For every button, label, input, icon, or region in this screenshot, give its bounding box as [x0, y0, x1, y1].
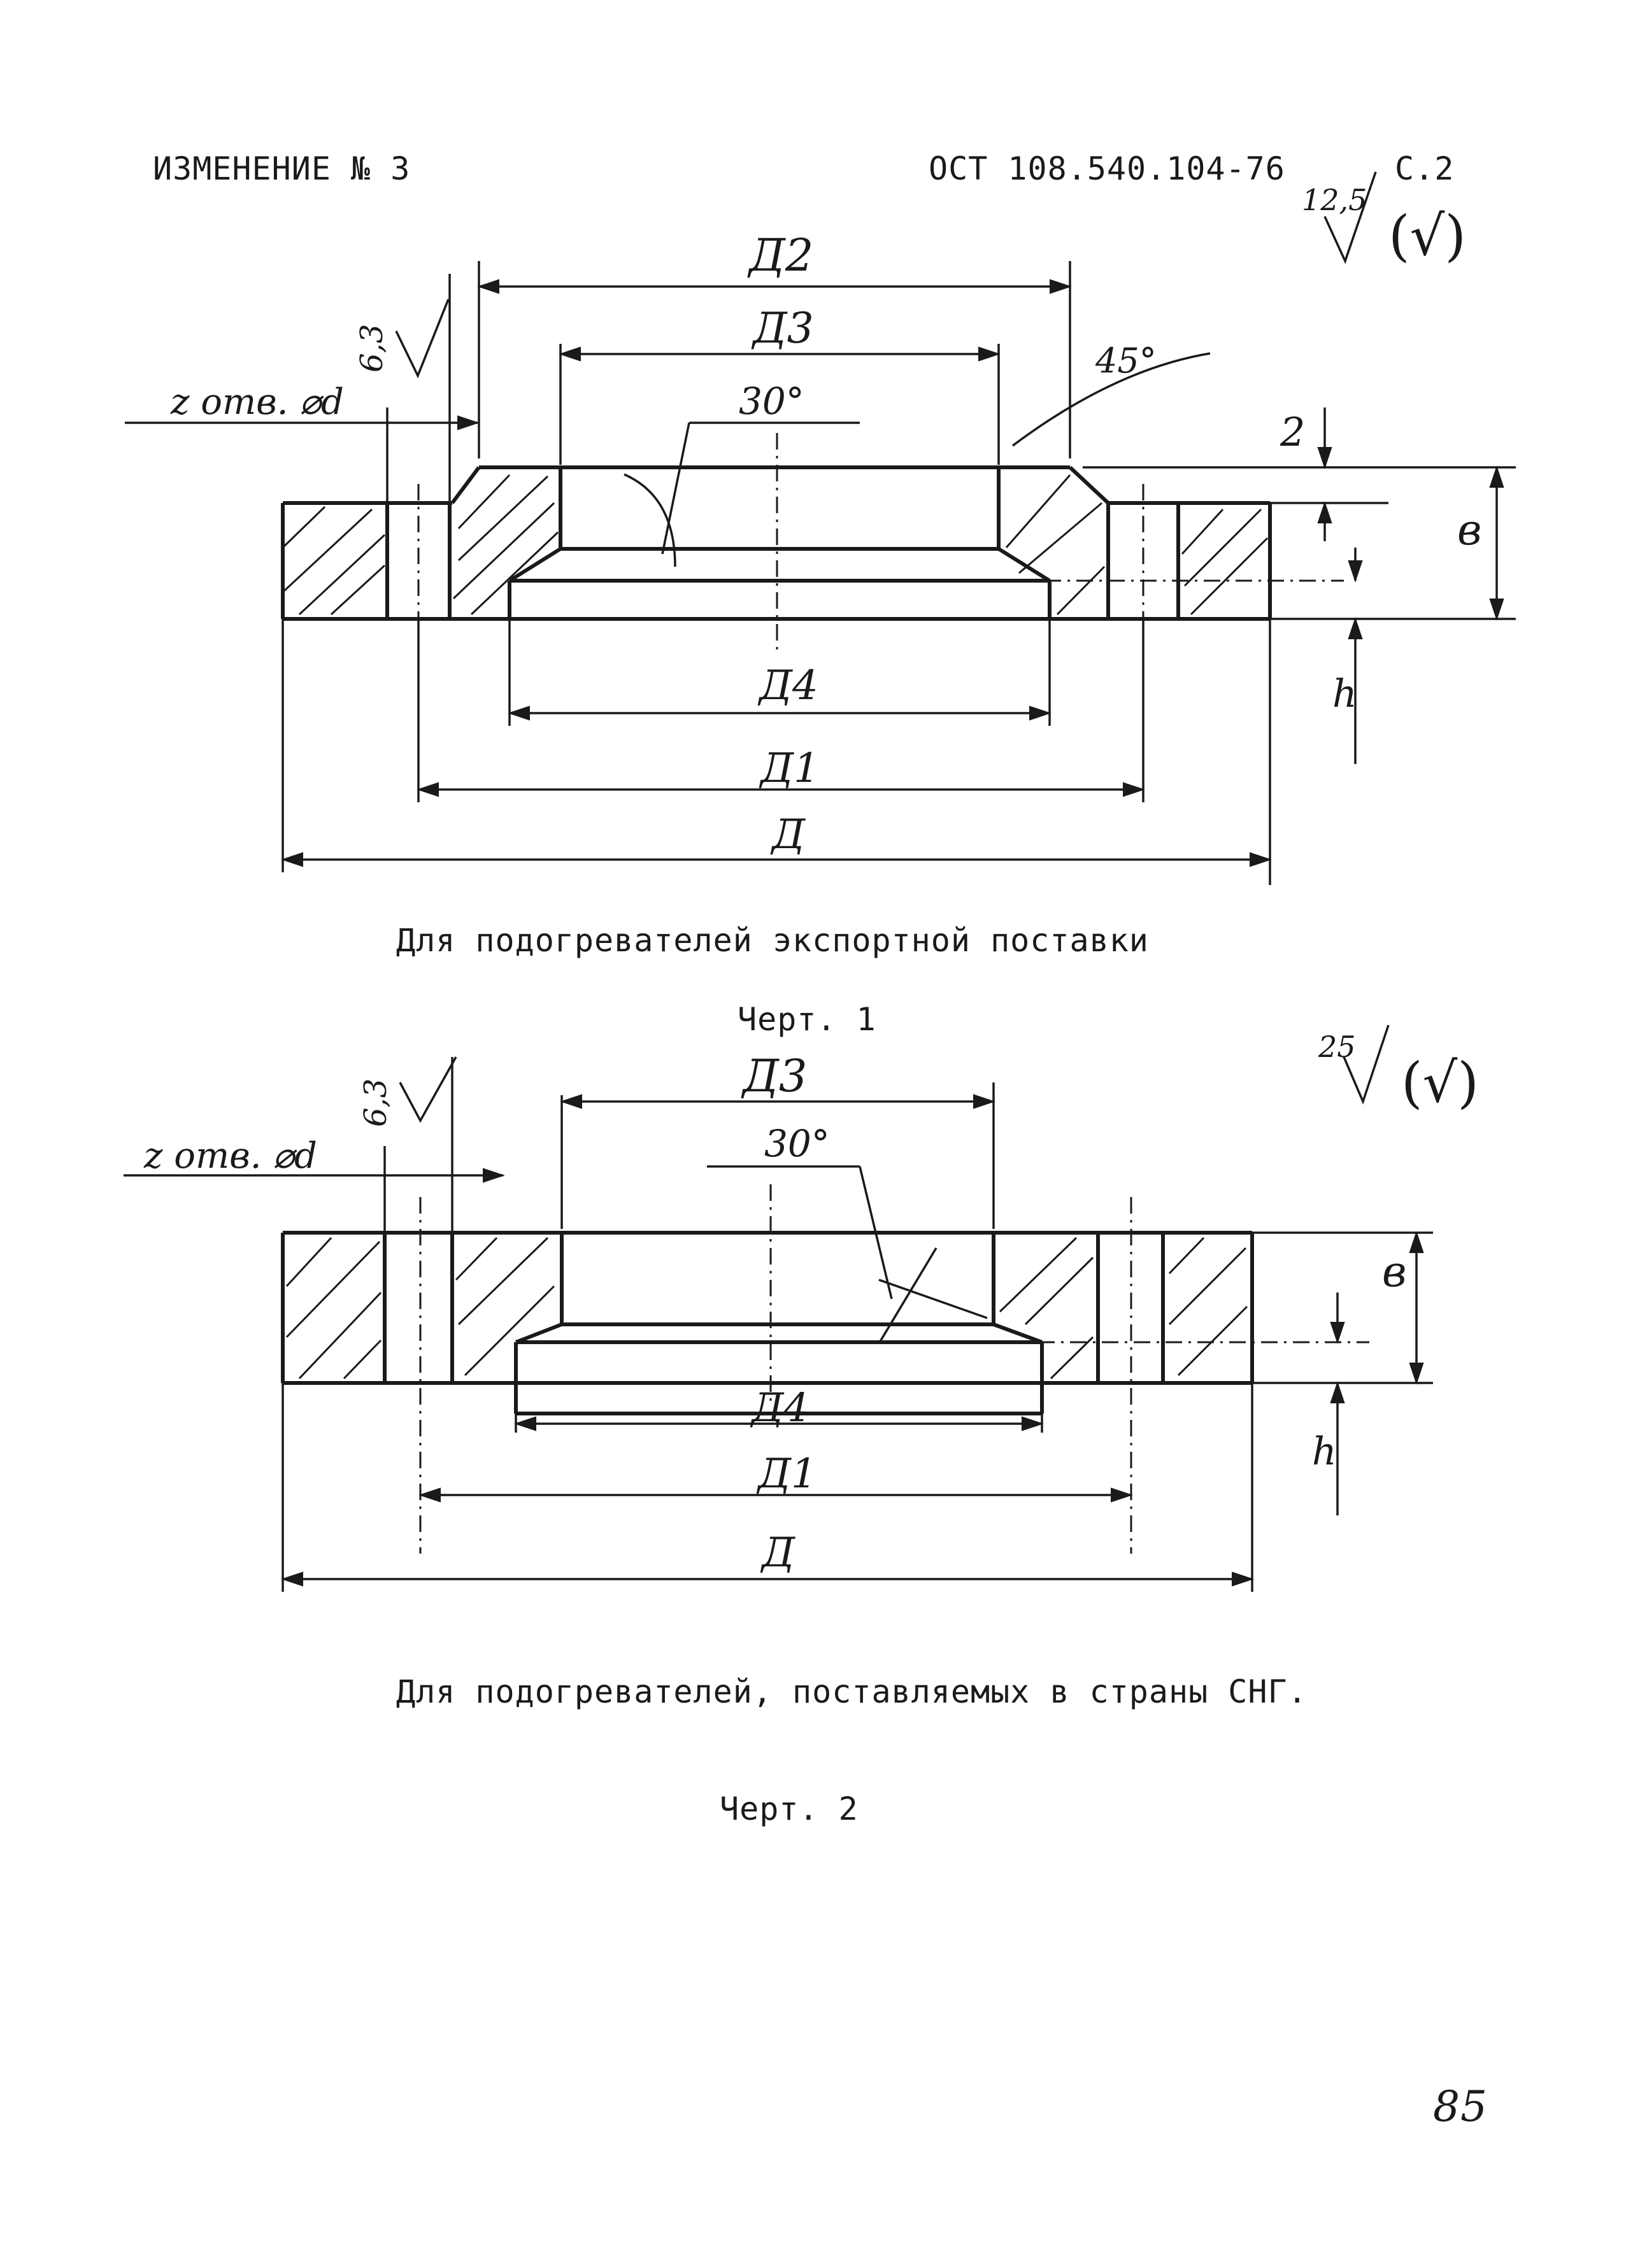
figure2-caption: Для подогревателей, поставляемых в стран…: [396, 1673, 1308, 1710]
dim-D3-label: Д3: [751, 304, 814, 353]
fig2-roughness-other: (√): [1401, 1051, 1479, 1115]
dim-D1-label: Д1: [759, 745, 820, 792]
fig1-holes-callout: z отв. ⌀d: [170, 381, 344, 423]
figure1-label: Черт. 1: [738, 1001, 876, 1038]
figure1-caption: Для подогревателей экспортной поставки: [396, 922, 1149, 959]
figure1-hatching: [282, 474, 1269, 616]
fig2-dim-D1-label: Д1: [756, 1450, 817, 1498]
fig2-angle-30: 30°: [764, 1122, 830, 1165]
figure2-hatching: [285, 1237, 1248, 1380]
fig1-angle-45: 45°: [1095, 341, 1157, 381]
figure2-flange-outline: [281, 1231, 1254, 1415]
fig2-roughness-general: 25: [1318, 1030, 1356, 1064]
figure2-label: Черт. 2: [720, 1790, 859, 1827]
fig1-roughness-local: 6,3: [354, 324, 390, 372]
fig2-holes-callout: z отв. ⌀d: [143, 1135, 317, 1177]
fig1-dim-b: в: [1457, 506, 1481, 555]
figure1-flange-outline: [281, 465, 1272, 621]
figure2-drawing: Д3 30° в h Д4 Д1 Д z отв. ⌀d: [124, 1024, 1479, 1592]
fig2-dim-D-label: Д: [760, 1529, 795, 1577]
fig2-dim-b: в: [1382, 1247, 1406, 1296]
page-label: С.2: [1395, 150, 1455, 187]
fig1-roughness-general: 12,5: [1302, 183, 1367, 217]
figure1-drawing: Д2 Д3 30° 45° 2 в h Д4: [125, 171, 1516, 885]
page-number: 85: [1433, 2082, 1488, 2131]
fig1-roughness-other: (√): [1388, 204, 1466, 268]
dim-D-label: Д: [770, 811, 806, 858]
fig1-chamfer-2: 2: [1280, 409, 1305, 455]
change-number: ИЗМЕНЕНИЕ № 3: [153, 150, 411, 187]
fig1-dim-h: h: [1332, 672, 1357, 716]
fig2-dim-D3-label: Д3: [741, 1050, 807, 1102]
dim-D4-label: Д4: [757, 662, 818, 709]
fig2-roughness-local: 6,3: [358, 1079, 394, 1127]
standard-number: ОСТ 108.540.104-76: [929, 150, 1285, 187]
fig1-angle-30: 30°: [739, 379, 804, 423]
dim-D2-label: Д2: [747, 229, 813, 281]
fig2-dim-h: h: [1312, 1429, 1337, 1474]
fig2-dim-D4-label: Д4: [750, 1384, 809, 1431]
